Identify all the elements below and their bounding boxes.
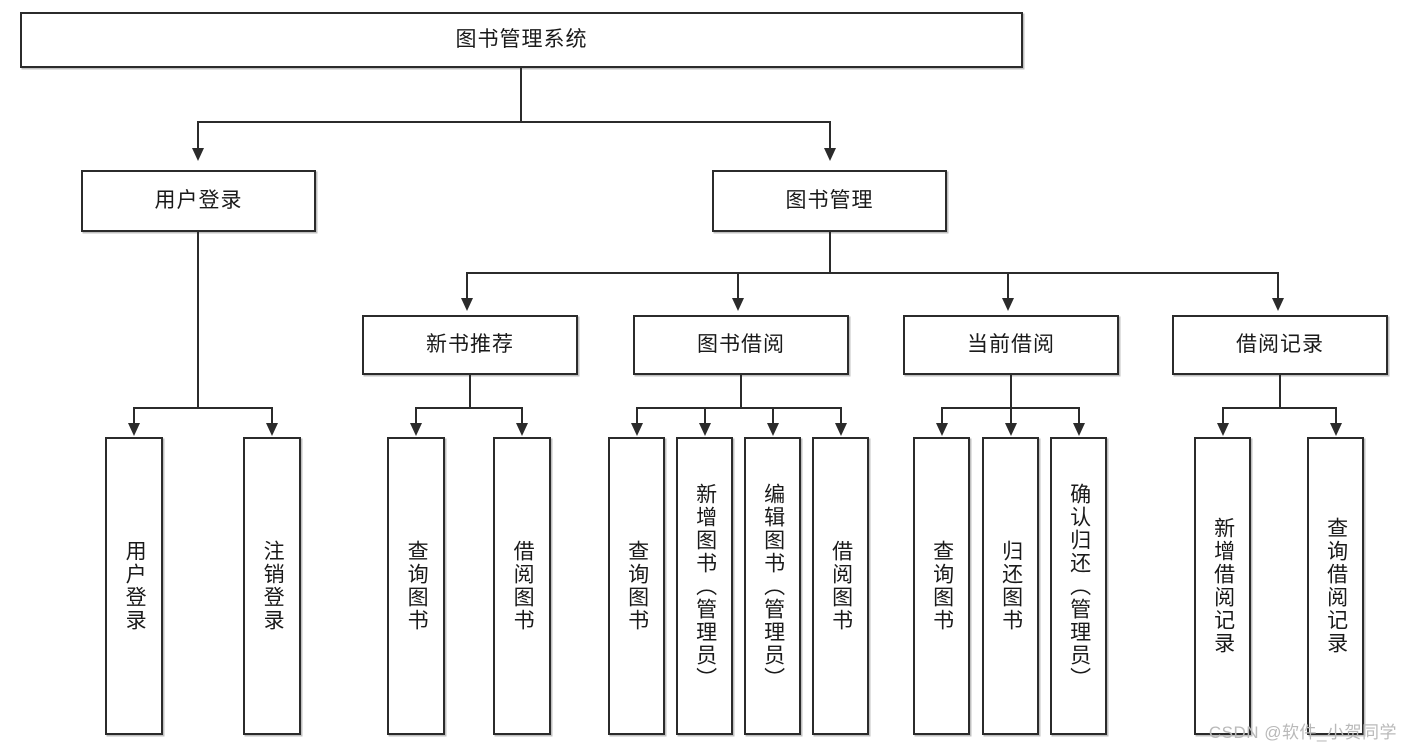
connector-new-book-stem	[469, 375, 471, 408]
node-label: 确认归还（管理员）	[1067, 482, 1091, 690]
leaf-new-book-borrow-book[interactable]: 借阅图书	[493, 437, 551, 735]
connector-book-borrow-stem	[740, 375, 742, 408]
leaf-book-borrow-query-book[interactable]: 查询图书	[608, 437, 665, 735]
node-root-book-management-system[interactable]: 图书管理系统	[20, 12, 1023, 68]
connector-book-borrow-bus	[636, 407, 840, 409]
node-label: 用户登录	[154, 189, 243, 213]
connector-book-borrow-leaf-4	[840, 407, 842, 424]
connector-user-login-bus	[133, 407, 272, 409]
connector-current-borrow-leaf-2	[1010, 407, 1012, 424]
leaf-borrow-record-query-record[interactable]: 查询借阅记录	[1307, 437, 1364, 735]
connector-new-book-leaf-1	[415, 407, 417, 424]
connector-borrow-record-leaf-2	[1335, 407, 1337, 424]
arrow-new-book-leaf-2	[516, 423, 528, 436]
node-label: 查询图书	[930, 540, 954, 632]
connector-user-login-leaf-2	[271, 407, 273, 424]
connector-current-borrow-leaf-3	[1078, 407, 1080, 424]
connector-to-book-borrow	[737, 272, 739, 299]
leaf-book-borrow-edit-book-admin[interactable]: 编辑图书（管理员）	[744, 437, 801, 735]
connector-book-borrow-leaf-3	[772, 407, 774, 424]
leaf-current-borrow-query-book[interactable]: 查询图书	[913, 437, 970, 735]
csdn-watermark: CSDN @软件_小贺同学	[1208, 723, 1397, 742]
leaf-borrow-record-add-record[interactable]: 新增借阅记录	[1194, 437, 1251, 735]
node-book-management[interactable]: 图书管理	[712, 170, 947, 232]
connector-borrow-record-bus	[1222, 407, 1337, 409]
arrow-borrow-record-leaf-1	[1217, 423, 1229, 436]
arrow-borrow-record-leaf-2	[1330, 423, 1342, 436]
leaf-user-login-logout[interactable]: 注销登录	[243, 437, 301, 735]
arrow-book-borrow-leaf-1	[631, 423, 643, 436]
arrow-user-login-leaf-2	[266, 423, 278, 436]
arrow-to-user-login	[192, 148, 204, 161]
arrow-current-borrow-leaf-1	[936, 423, 948, 436]
connector-to-book-management	[829, 121, 831, 149]
node-borrow-record[interactable]: 借阅记录	[1172, 315, 1388, 375]
node-new-book-recommend[interactable]: 新书推荐	[362, 315, 578, 375]
connector-user-login-leaf-1	[133, 407, 135, 424]
node-label: 新增图书（管理员）	[693, 482, 717, 690]
arrow-to-book-borrow	[732, 298, 744, 311]
arrow-book-borrow-leaf-3	[767, 423, 779, 436]
connector-level2-bus	[466, 272, 1279, 274]
leaf-book-borrow-add-book-admin[interactable]: 新增图书（管理员）	[676, 437, 733, 735]
leaf-new-book-query-book[interactable]: 查询图书	[387, 437, 445, 735]
connector-to-user-login	[197, 121, 199, 149]
arrow-to-book-management	[824, 148, 836, 161]
connector-user-login-stem	[197, 232, 199, 408]
node-label: 用户登录	[123, 540, 147, 632]
node-label: 图书管理	[785, 189, 874, 213]
node-book-borrow[interactable]: 图书借阅	[633, 315, 849, 375]
node-label: 查询借阅记录	[1324, 517, 1348, 655]
connector-to-new-book	[466, 272, 468, 299]
arrow-user-login-leaf-1	[128, 423, 140, 436]
node-label: 新书推荐	[426, 333, 514, 357]
node-label: 图书借阅	[697, 333, 785, 357]
connector-new-book-leaf-2	[521, 407, 523, 424]
node-label: 注销登录	[261, 540, 285, 632]
connector-book-borrow-leaf-1	[636, 407, 638, 424]
connector-borrow-record-stem	[1279, 375, 1281, 408]
leaf-book-borrow-borrow-book[interactable]: 借阅图书	[812, 437, 869, 735]
node-label: 借阅记录	[1236, 333, 1324, 357]
node-user-login[interactable]: 用户登录	[81, 170, 316, 232]
connector-current-borrow-leaf-1	[941, 407, 943, 424]
arrow-to-borrow-record	[1272, 298, 1284, 311]
connector-borrow-record-leaf-1	[1222, 407, 1224, 424]
connector-to-current-borrow	[1007, 272, 1009, 299]
arrow-new-book-leaf-1	[410, 423, 422, 436]
arrow-to-current-borrow	[1002, 298, 1014, 311]
node-label: 编辑图书（管理员）	[761, 482, 785, 690]
node-label: 归还图书	[999, 540, 1023, 632]
connector-new-book-bus	[415, 407, 523, 409]
connector-root-stem	[520, 68, 522, 122]
arrow-current-borrow-leaf-3	[1073, 423, 1085, 436]
node-label: 借阅图书	[511, 540, 535, 632]
leaf-current-borrow-return-book[interactable]: 归还图书	[982, 437, 1039, 735]
node-label: 当前借阅	[967, 333, 1055, 357]
leaf-user-login-login[interactable]: 用户登录	[105, 437, 163, 735]
node-current-borrow[interactable]: 当前借阅	[903, 315, 1119, 375]
node-label: 查询图书	[625, 540, 649, 632]
arrow-book-borrow-leaf-2	[699, 423, 711, 436]
connector-to-borrow-record	[1277, 272, 1279, 299]
connector-root-bus	[197, 121, 831, 123]
arrow-to-new-book	[461, 298, 473, 311]
arrow-book-borrow-leaf-4	[835, 423, 847, 436]
node-label: 查询图书	[405, 540, 429, 632]
connector-book-borrow-leaf-2	[704, 407, 706, 424]
connector-book-management-stem	[829, 232, 831, 273]
connector-current-borrow-stem	[1010, 375, 1012, 408]
node-label: 借阅图书	[829, 540, 853, 632]
arrow-current-borrow-leaf-2	[1005, 423, 1017, 436]
node-label: 图书管理系统	[455, 28, 588, 52]
node-label: 新增借阅记录	[1211, 517, 1235, 655]
leaf-current-borrow-confirm-return-admin[interactable]: 确认归还（管理员）	[1050, 437, 1107, 735]
